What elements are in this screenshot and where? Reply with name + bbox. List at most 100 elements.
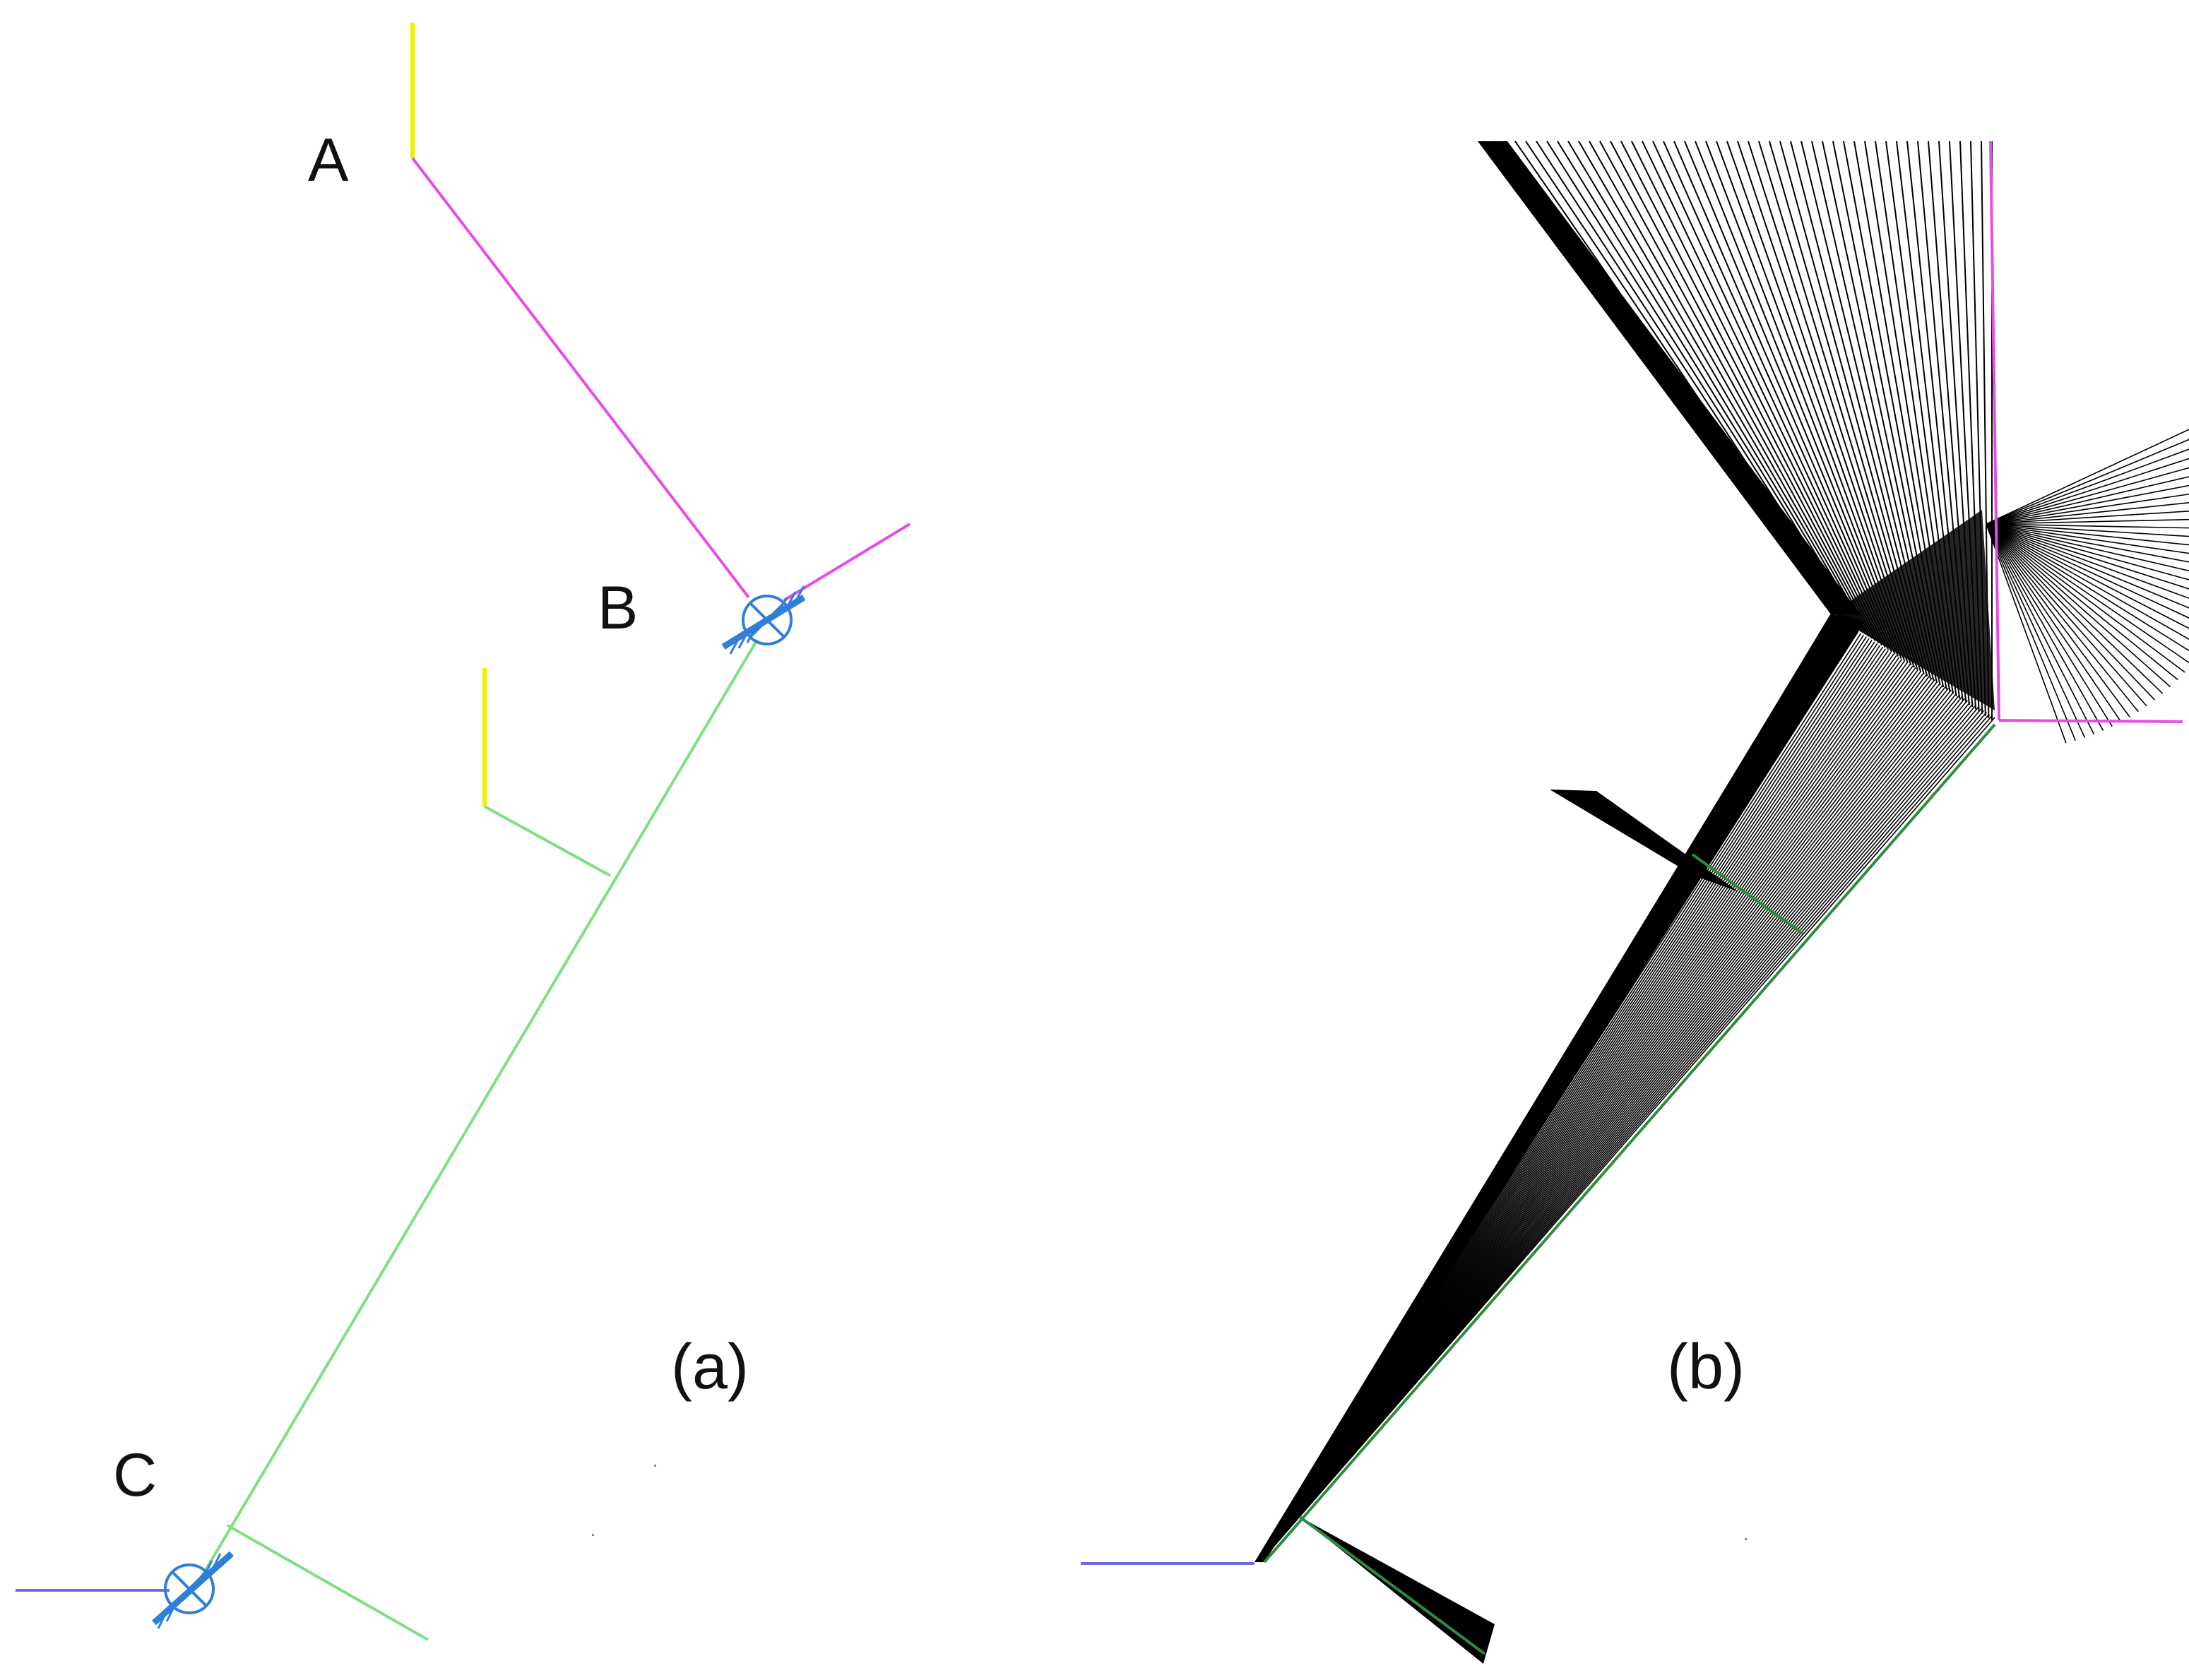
speck: [1745, 1538, 1747, 1540]
radial-line: [1986, 523, 2164, 694]
fan-line: [1673, 141, 1896, 655]
fan-line: [1790, 141, 1931, 679]
fan-line: [1885, 141, 1961, 698]
radial-line: [1986, 523, 2185, 673]
fan-line: [1514, 141, 1847, 621]
fan-line: [1779, 141, 1928, 677]
fan-line: [1705, 141, 1906, 661]
fan-line: [1853, 141, 1951, 692]
radial-line: [1986, 523, 2189, 609]
right-fan-lines: [1986, 429, 2189, 744]
radial-line: [1986, 523, 2189, 537]
fan-line: [1546, 141, 1857, 628]
fan-line: [1949, 141, 1980, 712]
magenta-horizontal-b: [1998, 719, 2183, 723]
magenta-segment-a-b: [411, 157, 750, 599]
green-main-b: [1263, 723, 1996, 1563]
point-label-c: C: [113, 1441, 157, 1509]
fan-line: [1981, 141, 1990, 718]
valve-symbol-icon: [721, 585, 806, 655]
fan-line: [1906, 141, 1967, 703]
radial-line: [1986, 467, 2189, 525]
radial-line: [1986, 523, 2189, 572]
radial-line: [1986, 523, 2189, 554]
fan-line: [1599, 141, 1873, 639]
fan-line: [1875, 141, 1957, 696]
fan-line: [1758, 141, 1922, 672]
fan-line: [1684, 141, 1899, 657]
fan-line: [1493, 141, 1841, 617]
radial-line: [1986, 523, 2189, 629]
fan-line: [1959, 141, 1983, 714]
radial-line: [1986, 523, 2189, 590]
fan-line: [1663, 141, 1892, 653]
radial-line: [1986, 458, 2189, 525]
green-main-b-c: [192, 638, 759, 1592]
lower-cone-lines: [1259, 614, 1995, 1563]
radial-line: [1986, 523, 2178, 681]
fan-line: [1726, 141, 1912, 666]
fan-line: [1896, 141, 1964, 701]
radial-line: [1986, 523, 2189, 563]
fan-line: [1737, 141, 1915, 668]
radial-line: [1986, 518, 2189, 525]
fan-line: [1843, 141, 1947, 690]
speck: [654, 1465, 656, 1467]
radial-line: [1986, 511, 2189, 525]
radial-line: [1986, 429, 2189, 525]
valve-symbol-icon: [152, 1551, 234, 1629]
fan-line: [1578, 141, 1867, 635]
radial-line: [1986, 493, 2189, 525]
radial-line: [1986, 523, 2086, 738]
radial-line: [1986, 523, 2189, 619]
upper-fan-lines: [1483, 141, 1993, 720]
fan-line: [1938, 141, 1977, 710]
fan-line: [1864, 141, 1954, 694]
green-branch-upper: [484, 805, 611, 877]
fan-line: [1769, 141, 1925, 674]
caption-b: (b): [1667, 1332, 1745, 1402]
radial-line: [1986, 523, 2104, 731]
magenta-vertical-b: [1989, 141, 2000, 721]
radial-line: [1986, 523, 2189, 529]
fan-line: [1822, 141, 1941, 686]
fan-line: [1483, 141, 1837, 615]
fan-line: [1631, 141, 1883, 646]
fan-line: [1610, 141, 1876, 641]
radial-line: [1986, 523, 2067, 744]
radial-line: [1986, 523, 2113, 727]
fan-line: [1970, 141, 1986, 716]
fan-line: [1504, 141, 1844, 619]
fan-line: [1928, 141, 1974, 708]
speck: [592, 1534, 594, 1536]
green-branch-b: [1691, 853, 1804, 935]
fan-line: [1567, 141, 1863, 633]
fan-line: [1589, 141, 1870, 637]
point-label-a: A: [308, 126, 349, 194]
fan-line: [1695, 141, 1902, 659]
caption-a: (a): [671, 1332, 749, 1402]
fan-line: [1716, 141, 1909, 664]
panel-b: (b): [1081, 141, 2189, 1664]
radial-line: [1986, 523, 2189, 580]
fan-line: [1917, 141, 1970, 705]
fan-line: [1832, 141, 1945, 688]
radial-line: [1986, 523, 2189, 652]
fan-line: [1811, 141, 1938, 684]
radial-line: [1986, 523, 2122, 722]
radial-line: [1986, 523, 2095, 735]
radial-line: [1986, 523, 2130, 717]
radial-line: [1986, 484, 2189, 525]
radial-line: [1986, 523, 2076, 741]
fan-line: [1652, 141, 1890, 650]
panel-a: A B C (a): [16, 23, 911, 1641]
radial-line: [1986, 502, 2189, 525]
point-label-b: B: [598, 574, 638, 642]
radial-line: [1986, 523, 2189, 600]
radial-line: [1986, 523, 2171, 688]
radial-line: [1986, 523, 2147, 707]
radial-line: [1986, 523, 2189, 546]
fan-line: [1536, 141, 1853, 626]
green-branch-lower: [227, 1524, 429, 1641]
